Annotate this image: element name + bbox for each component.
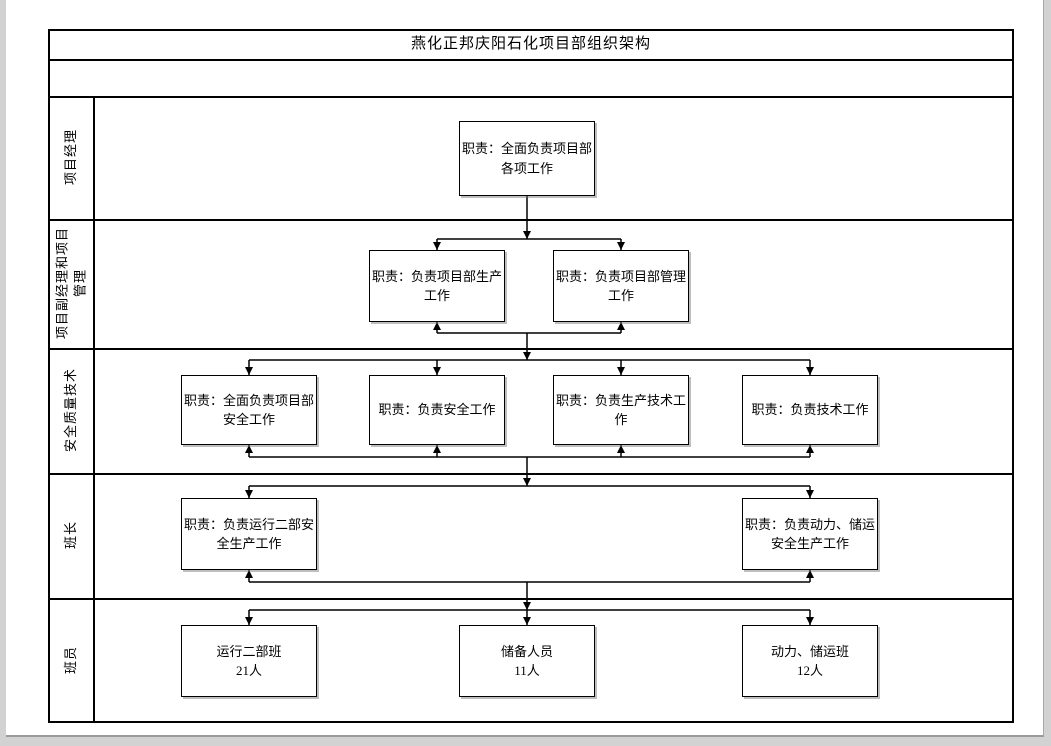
org-chart-frame (48, 29, 1014, 723)
duty-text: 职责：负责技术工作 (751, 402, 869, 418)
duty-text: 职责：负责生产技术工作 (555, 392, 686, 428)
duty-text: 职责：负责动力、储运安全生产工作 (744, 516, 875, 552)
duty-box-technology: 职责：负责技术工作 (742, 375, 878, 445)
duty-box-operation2-leader: 职责：负责运行二部安全生产工作 (181, 498, 317, 570)
duty-box-overall-safety: 职责：全面负责项目部安全工作 (181, 375, 317, 445)
lane-label-column-divider (93, 96, 95, 723)
duty-text: 职责：全面负责项目部安全工作 (183, 392, 314, 428)
title-row-divider (48, 59, 1014, 61)
lane-label-team-leader: 班长 (63, 521, 79, 550)
duty-box-production-deputy: 职责：负责项目部生产工作 (369, 250, 505, 322)
team-headcount: 11人 (514, 663, 540, 678)
chart-title: 燕化正邦庆阳石化项目部组织架构 (410, 36, 651, 52)
lane-divider-1 (48, 219, 1014, 221)
lane-label-project-manager: 项目经理 (63, 129, 79, 186)
duty-box-safety: 职责：负责安全工作 (369, 375, 505, 445)
duty-text: 职责：负责安全工作 (378, 402, 496, 418)
duty-box-management-deputy: 职责：负责项目部管理工作 (553, 250, 689, 322)
duty-text: 职责：全面负责项目部各项工作 (461, 141, 592, 176)
lane-label-safety-quality-tech: 安全质量技术 (63, 368, 79, 453)
team-headcount: 12人 (796, 663, 823, 678)
lane-divider-3 (48, 473, 1014, 475)
lane-divider-2 (48, 348, 1014, 350)
duty-box-production-tech: 职责：负责生产技术工作 (553, 375, 689, 445)
team-name: 动力、储运班 (770, 643, 849, 659)
team-headcount: 21人 (235, 663, 262, 678)
team-box-reserve: 储备人员 11人 (459, 625, 595, 697)
team-name: 运行二部班 (216, 643, 282, 659)
lanes-top-divider (48, 96, 1014, 98)
duty-box-project-manager: 职责：全面负责项目部各项工作 (459, 121, 595, 196)
lane-label-team-member: 班员 (63, 646, 79, 675)
duty-text: 职责：负责项目部管理工作 (555, 268, 686, 304)
team-box-power-storage: 动力、储运班 12人 (742, 625, 878, 697)
lane-divider-4 (48, 598, 1014, 600)
duty-text: 职责：负责项目部生产工作 (371, 268, 502, 304)
lane-label-deputy-managers: 项目副经理和项目管理 (54, 227, 87, 340)
duty-box-power-storage-leader: 职责：负责动力、储运安全生产工作 (742, 498, 878, 570)
team-box-operation2: 运行二部班 21人 (181, 625, 317, 697)
team-name: 储备人员 (500, 643, 553, 659)
duty-text: 职责：负责运行二部安全生产工作 (183, 516, 314, 552)
